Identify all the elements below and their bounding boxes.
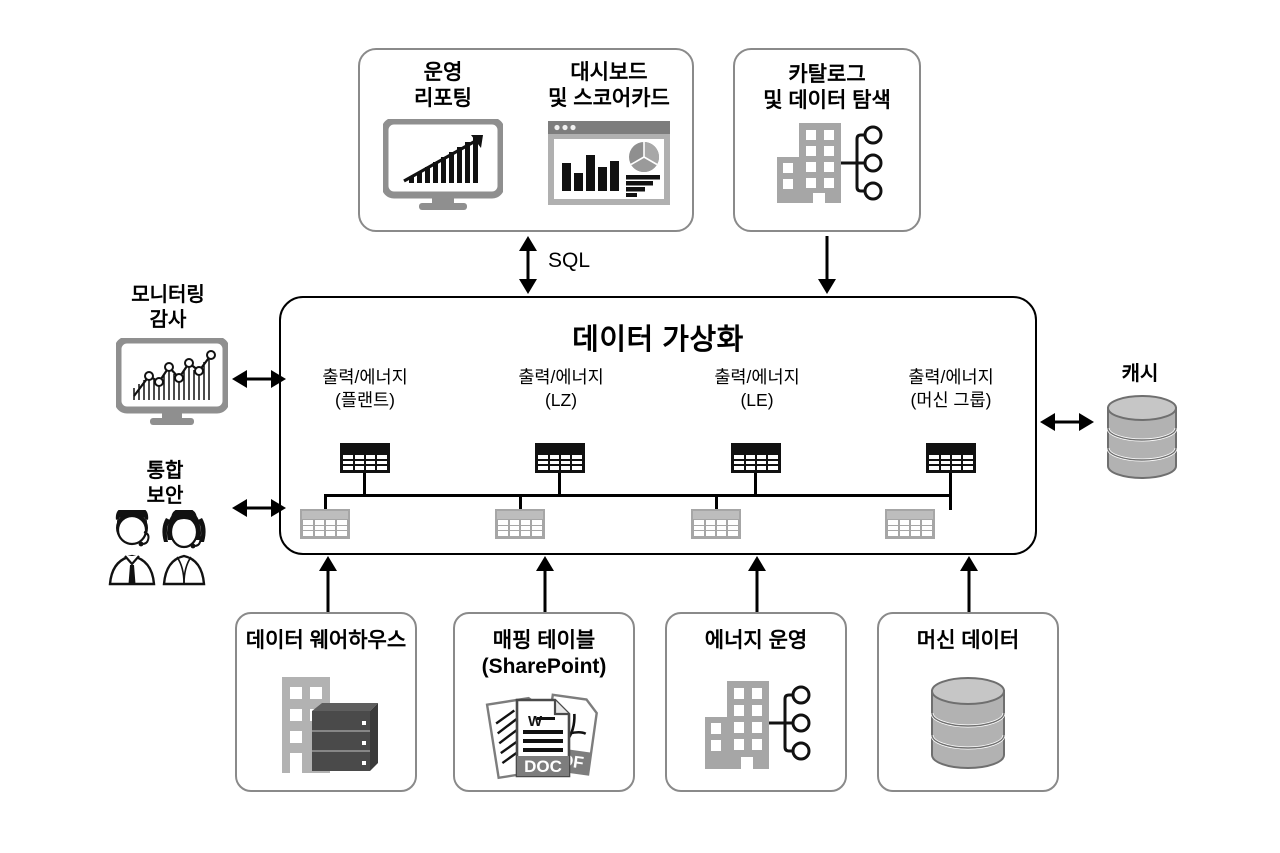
cache-bidirectional-arrow <box>1040 412 1094 432</box>
svg-text:W: W <box>528 713 543 730</box>
page-title: 데이터 가상화 <box>572 324 744 356</box>
catalog-to-core-arrow <box>817 236 837 294</box>
source-label-machine-data: 머신 데이터 <box>916 629 1020 652</box>
consumer-label-catalog: 카탈로그 및 데이터 탐색 <box>763 63 891 112</box>
view-label-lz: 출력/에너지 (LZ) <box>518 367 604 410</box>
connector-bus <box>324 494 952 497</box>
view-label-plant: 출력/에너지 (플랜트) <box>322 367 408 410</box>
source-box-energy-operations[interactable]: 에너지 운영 <box>665 612 847 792</box>
monitoring-audit-label: 모니터링 감사 <box>131 284 205 331</box>
view-label-machine-group: 출력/에너지 (머신 그룹) <box>908 367 994 410</box>
monitor-line-chart-icon <box>116 338 228 430</box>
building-network-icon <box>765 119 889 207</box>
building-network-icon <box>697 660 815 790</box>
connector <box>363 473 366 495</box>
consumer-label-operational-reporting: 운영 리포팅 <box>414 61 472 110</box>
monitoring-bidirectional-arrow <box>232 369 286 389</box>
consumer-item-dashboard-scorecard[interactable]: 대시보드 및 스코어카드 <box>526 60 692 230</box>
source-label-mapping-table: 매핑 테이블 (SharePoint) <box>481 629 607 678</box>
view-label-le: 출력/에너지 (LE) <box>714 367 800 410</box>
source-label-energy-operations: 에너지 운영 <box>704 629 808 652</box>
grey-table-icon[interactable] <box>300 509 350 539</box>
support-agents-icon <box>106 510 230 586</box>
svg-text:DOC: DOC <box>524 757 562 776</box>
security-bidirectional-arrow <box>232 498 286 518</box>
sql-bidirectional-arrow <box>518 236 538 294</box>
source-to-core-arrow-mapping <box>535 556 555 612</box>
database-cylinder-icon <box>924 660 1012 790</box>
consumer-label-dashboard-scorecard: 대시보드 및 스코어카드 <box>548 61 670 110</box>
source-box-data-warehouse[interactable]: 데이터 웨어하우스 <box>235 612 417 792</box>
source-label-data-warehouse: 데이터 웨어하우스 <box>245 629 407 652</box>
source-to-core-arrow-energy <box>747 556 767 612</box>
consumer-box-catalog[interactable]: 카탈로그 및 데이터 탐색 <box>733 48 921 232</box>
unified-security-label: 통합 보안 <box>146 460 184 507</box>
connector <box>715 494 718 510</box>
source-to-core-arrow-dwh <box>318 556 338 612</box>
connector <box>519 494 522 510</box>
monitor-bar-chart-icon <box>383 119 503 211</box>
connector <box>949 473 952 495</box>
database-cylinder-icon <box>1100 392 1184 484</box>
black-table-icon[interactable] <box>731 443 781 473</box>
grey-table-icon[interactable] <box>691 509 741 539</box>
connector <box>754 473 757 495</box>
black-table-icon[interactable] <box>535 443 585 473</box>
consumer-box-reporting[interactable]: 운영 리포팅 <box>358 48 694 232</box>
cache-label: 캐시 <box>1121 363 1159 385</box>
connector <box>558 473 561 495</box>
dashboard-window-icon <box>546 119 672 207</box>
black-table-icon[interactable] <box>340 443 390 473</box>
grey-table-icon[interactable] <box>885 509 935 539</box>
source-to-core-arrow-machine <box>959 556 979 612</box>
black-table-icon[interactable] <box>926 443 976 473</box>
source-box-mapping-table[interactable]: 매핑 테이블 (SharePoint) PDF <box>453 612 635 792</box>
grey-table-icon[interactable] <box>495 509 545 539</box>
consumer-item-operational-reporting[interactable]: 운영 리포팅 <box>360 60 526 230</box>
core-box-data-virtualization[interactable]: 데이터 가상화 출력/에너지 (플랜트) 출력/에너지 (LZ) 출력/에너지 … <box>279 296 1037 555</box>
connector <box>324 494 327 510</box>
source-box-machine-data[interactable]: 머신 데이터 <box>877 612 1059 792</box>
building-server-icon <box>274 660 378 790</box>
connector <box>949 494 952 510</box>
documents-doc-pdf-icon: PDF W DOC <box>485 685 603 790</box>
sql-label: SQL <box>548 249 591 272</box>
